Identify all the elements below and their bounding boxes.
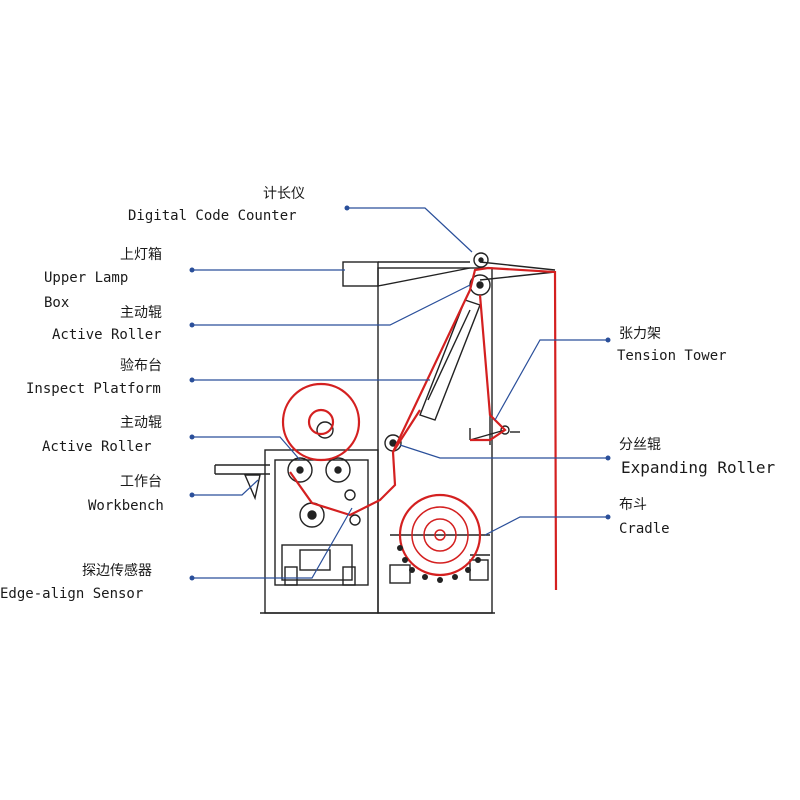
upper-lamp-box-label-en-2: Box (44, 295, 70, 311)
digital-code-counter-label-zh: 计长仪 (263, 186, 305, 202)
inspect-platform-label-en: Inspect Platform (26, 381, 161, 397)
upper-lamp-box-label-zh: 上灯箱 (120, 247, 162, 263)
leader-dots (189, 205, 611, 581)
cradle-label-en: Cradle (619, 521, 670, 537)
active-roller-bottom-label-zh: 主动辊 (120, 415, 162, 431)
upper-lamp-box-label-en-1: Upper Lamp (44, 270, 129, 286)
expanding-roller-label-en: Expanding Roller (621, 458, 776, 477)
edge-align-sensor-label-en: Edge-align Sensor (0, 586, 144, 602)
cradle-label-zh: 布斗 (619, 497, 647, 513)
inspect-platform-label-zh: 验布台 (120, 358, 162, 374)
edge-align-sensor-label-zh: 探边传感器 (82, 563, 152, 579)
digital-code-counter-label-en: Digital Code Counter (128, 208, 297, 224)
active-roller-bottom-label-en: Active Roller (42, 439, 152, 455)
tension-tower-label-en: Tension Tower (617, 348, 727, 364)
rollers (287, 252, 491, 528)
workbench-label-zh: 工作台 (120, 474, 162, 490)
fabric-rolls (281, 382, 482, 577)
expanding-roller-label-zh: 分丝辊 (619, 437, 661, 453)
active-roller-top-label-en: Active Roller (52, 327, 162, 343)
active-roller-top-label-zh: 主动辊 (120, 305, 162, 321)
cradle-dots (397, 545, 481, 583)
tension-tower-label-zh: 张力架 (619, 326, 661, 342)
counter-roller (473, 252, 489, 268)
workbench-label-en: Workbench (88, 498, 164, 514)
leader-lines (192, 207, 608, 579)
fabric-path (289, 266, 558, 591)
machine-frame (214, 261, 556, 614)
feed-fabric-roll (281, 382, 361, 462)
cradle-fabric-roll (398, 493, 482, 577)
active-roller-bottom (287, 457, 313, 483)
